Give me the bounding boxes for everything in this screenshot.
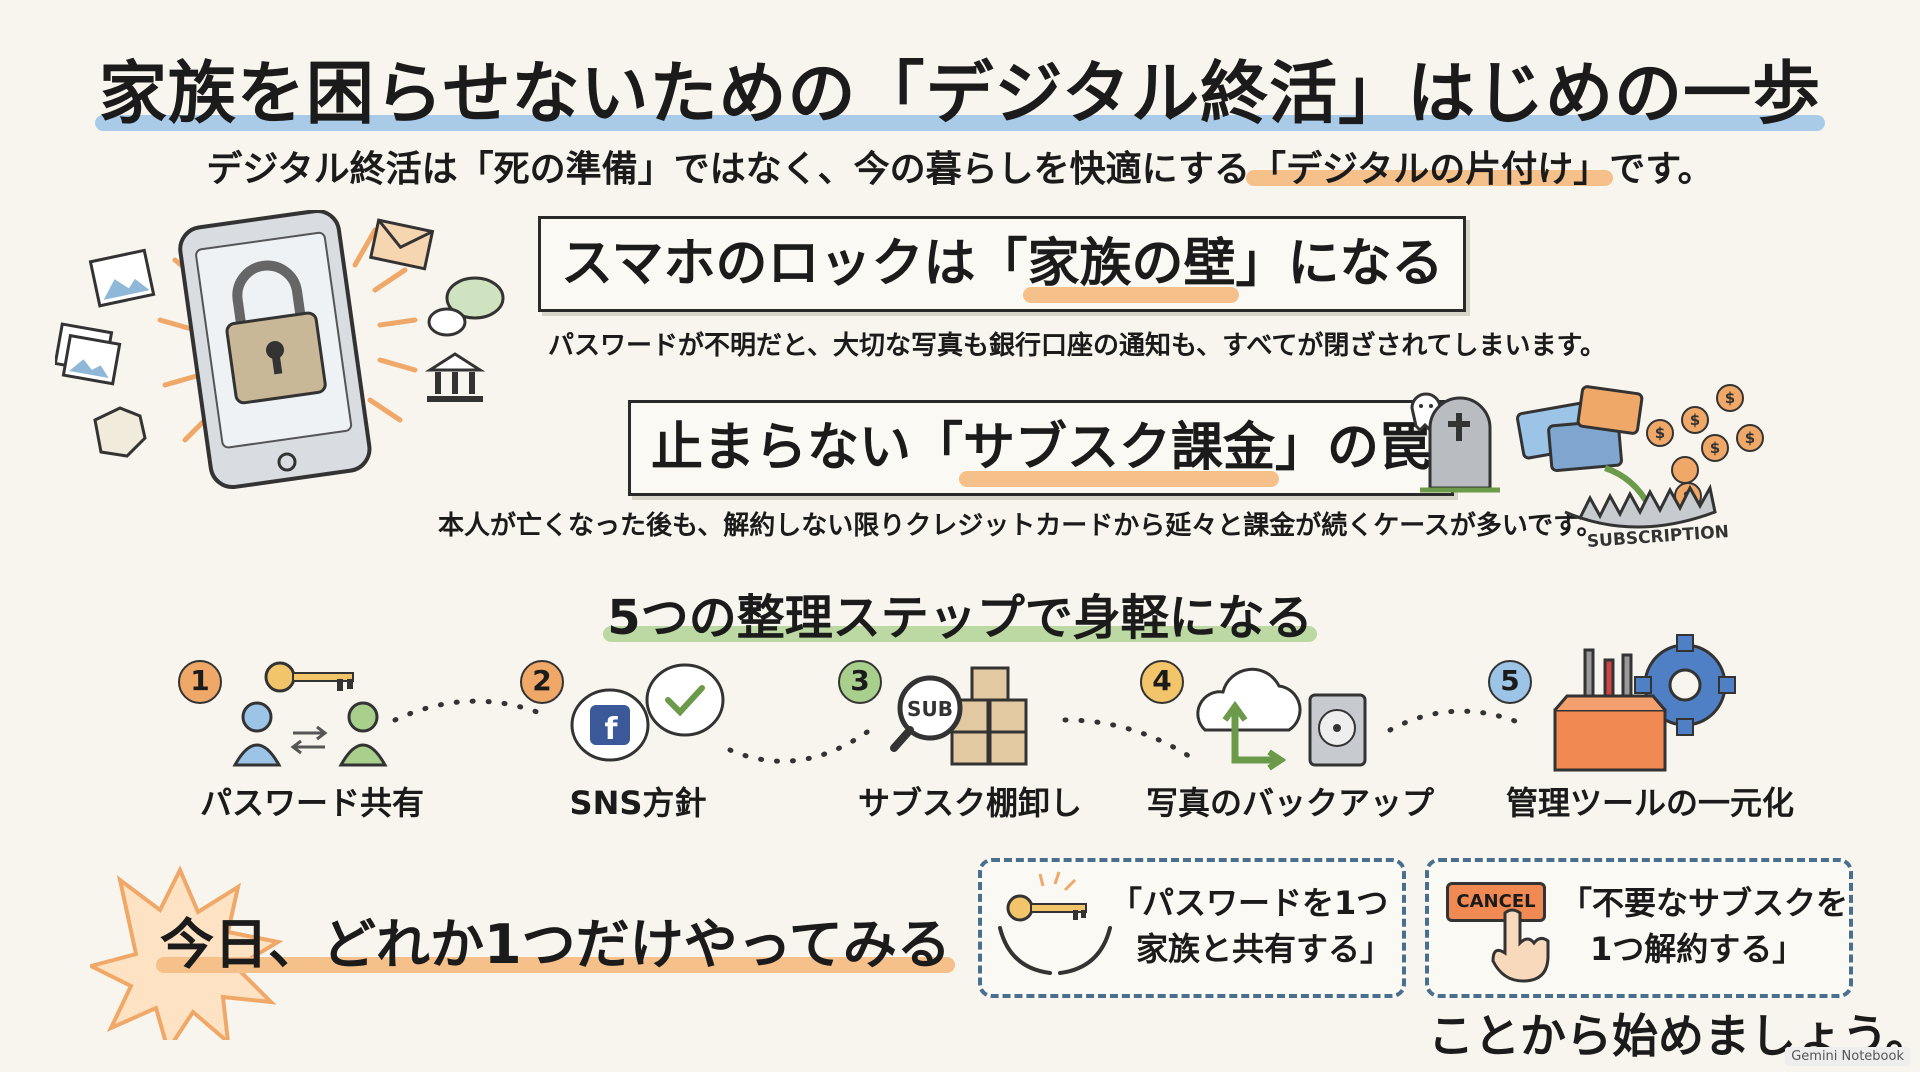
lock-heading-box: スマホのロックは「家族の壁」になる [538, 216, 1467, 312]
coin-dollar-3: $ [1725, 389, 1735, 407]
envelope-icon [368, 218, 435, 271]
magnifier-icon: SUB [890, 675, 963, 752]
step-1-password-share-icon [232, 661, 388, 767]
action-text-password: 「パスワードを1つ 家族と共有する」 [1110, 880, 1392, 972]
steps-title: 5つの整理ステップで身軽になる [0, 578, 1920, 648]
step-number-5: 5 [1488, 660, 1532, 704]
photo-stack-icon [55, 322, 122, 386]
chat-bubble-icon [427, 276, 505, 337]
step-label-2: SNS方針 [569, 784, 707, 822]
watermark: Gemini Notebook [1785, 1047, 1910, 1066]
step-number-4: 4 [1140, 660, 1184, 704]
subscription-heading-part-1: 止まらない「 [651, 418, 964, 478]
bank-icon [424, 352, 486, 402]
lock-heading-highlight: 家族の壁 [1023, 219, 1240, 309]
lock-heading-part-1: スマホのロックは「 [561, 234, 1028, 294]
page-title: 家族を困らせないための「デジタル終活」はじめの一歩 [0, 38, 1920, 137]
subscription-heading-box: 止まらない「サブスク課金」の罠 [628, 400, 1455, 496]
key-icon [264, 661, 354, 693]
step-2-sns-icon: f [570, 663, 725, 762]
crumpled-paper-icon [93, 406, 147, 458]
coin-dollar-4: $ [1710, 439, 1720, 457]
checkmark-bubble-icon [645, 663, 725, 737]
subtitle-part-1: デジタル終活は「死の準備」ではなく、今の暮らしを快適にする [206, 149, 1250, 190]
hands-icon [998, 926, 1112, 975]
step-number-1: 1 [178, 660, 222, 704]
subtitle-part-3: です。 [1609, 149, 1714, 190]
subscription-description: 本人が亡くなった後も、解約しない限りクレジットカードから延々と課金が続くケースが… [438, 511, 1603, 541]
person-right-icon [338, 701, 388, 767]
lock-heading-part-3: 」になる [1235, 234, 1444, 294]
action-text-password-line1: 「パスワードを1つ [1110, 884, 1389, 922]
coin-dollar-5: $ [1745, 429, 1755, 447]
credit-card-icon [1516, 385, 1644, 473]
gravestone-icon [1420, 396, 1500, 493]
step-number-2: 2 [520, 660, 564, 704]
step-label-5: 管理ツールの一元化 [1505, 784, 1794, 822]
subscription-heading-highlight: サブスク課金 [959, 403, 1280, 493]
step-label-3: サブスク棚卸し [857, 784, 1082, 822]
boxes-icon [950, 666, 1028, 766]
action-text-password-line2: 家族と共有する」 [1136, 930, 1393, 968]
subtitle-highlight: 「デジタルの片付け」 [1245, 140, 1614, 192]
call-to-action-text: 今日、どれか1つだけやってみる [156, 900, 955, 979]
coin-dollar-1: $ [1655, 424, 1665, 442]
phone-lock-illustration [55, 210, 505, 490]
cancel-button-badge: CANCEL [1446, 882, 1546, 922]
action-text-subscription-line2: 1つ解約する」 [1590, 930, 1805, 968]
key-icon [1006, 894, 1087, 922]
step-connector-dots [392, 698, 1528, 764]
bear-trap-icon: SUBSCRIPTION [1564, 483, 1730, 552]
person-left-icon [232, 701, 282, 767]
coin-dollar-2: $ [1690, 411, 1700, 429]
cloud-upload-icon [1196, 667, 1302, 771]
exchange-arrows-icon [290, 725, 328, 755]
step-label-1: パスワード共有 [199, 784, 424, 822]
step-4-photo-backup-icon [1196, 667, 1367, 771]
subscription-heading-part-3: 」の罠 [1275, 418, 1432, 478]
step-5-tool-centralization-icon [1553, 634, 1736, 772]
call-to-action: 今日、どれか1つだけやってみる [156, 900, 955, 979]
hard-drive-icon [1308, 693, 1367, 767]
trap-label: SUBSCRIPTION [1586, 522, 1729, 552]
action-text-subscription-line1: 「不要なサブスクを [1560, 884, 1849, 922]
action-card-subscription [1425, 858, 1853, 998]
step-label-4: 写真のバックアップ [1145, 784, 1434, 822]
subscription-trap-illustration: $ $ $ $ $ $ SUBSCRIPTION [1410, 384, 1764, 552]
steps-title-text: 5つの整理ステップで身軽になる [603, 578, 1318, 648]
lock-description: パスワードが不明だと、大切な写真も銀行口座の通知も、すべてが閉ざされてしまいます… [548, 331, 1606, 361]
step-3-subscription-inventory-icon: SUB [890, 666, 1028, 766]
page-title-text: 家族を困らせないための「デジタル終活」はじめの一歩 [94, 38, 1826, 137]
hands-key-icon [998, 871, 1112, 975]
step-number-3: 3 [838, 660, 882, 704]
pointing-hand-icon [1491, 908, 1550, 983]
action-text-subscription: 「不要なサブスクを 1つ解約する」 [1560, 880, 1848, 972]
facebook-bubble-icon: f [570, 688, 650, 762]
sub-badge: SUB [907, 697, 953, 721]
starburst-icon [90, 865, 284, 1040]
padlock-icon [225, 260, 327, 405]
toolbox-icon [1553, 694, 1667, 772]
gear-icon [1634, 634, 1736, 736]
page-subtitle: デジタル終活は「死の準備」ではなく、今の暮らしを快適にする「デジタルの片付け」で… [0, 140, 1920, 192]
photo-icon [88, 248, 156, 308]
falling-coins-icon [1646, 384, 1764, 510]
facebook-letter: f [604, 712, 618, 747]
